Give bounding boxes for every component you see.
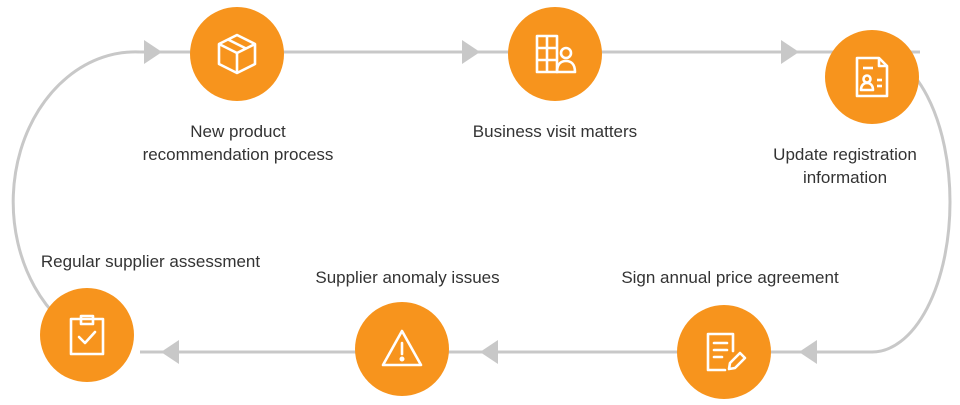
step-6-label-line-1: Regular supplier assessment xyxy=(40,252,261,271)
cube-icon xyxy=(217,33,257,75)
step-4-label: Sign annual price agreement xyxy=(595,266,865,289)
id-document-icon xyxy=(855,56,889,98)
step-3-label-line-1: Update registration xyxy=(773,145,917,164)
arrow-left-icon xyxy=(161,340,179,364)
step-1-label-line-1: New product xyxy=(190,122,286,141)
step-1-label-line-2: recommendation process xyxy=(142,145,334,164)
step-1-label: New product recommendation process xyxy=(118,120,358,166)
clipboard-check-icon xyxy=(69,314,105,356)
step-2-label-line-1: Business visit matters xyxy=(472,122,638,141)
step-3-label-line-2: information xyxy=(802,168,888,187)
step-4-circle xyxy=(677,305,771,399)
arrow-right-icon xyxy=(781,40,799,64)
arrow-right-icon xyxy=(462,40,480,64)
step-1-circle xyxy=(190,7,284,101)
connector-arc-left xyxy=(11,50,141,322)
step-5-label-line-1: Supplier anomaly issues xyxy=(315,268,500,287)
step-6-label: Regular supplier assessment xyxy=(18,250,283,273)
step-2-circle xyxy=(508,7,602,101)
step-3-label: Update registration information xyxy=(735,143,955,189)
step-5-circle xyxy=(355,302,449,396)
arrow-right-icon xyxy=(144,40,162,64)
document-pen-icon xyxy=(706,332,747,372)
warning-icon xyxy=(381,329,423,367)
step-3-circle xyxy=(825,30,919,124)
step-5-label: Supplier anomaly issues xyxy=(290,266,525,289)
arrow-left-icon xyxy=(799,340,817,364)
building-person-icon xyxy=(535,34,577,74)
step-4-label-line-1: Sign annual price agreement xyxy=(621,268,839,287)
step-6-circle xyxy=(40,288,134,382)
step-2-label: Business visit matters xyxy=(435,120,675,143)
arrow-left-icon xyxy=(480,340,498,364)
